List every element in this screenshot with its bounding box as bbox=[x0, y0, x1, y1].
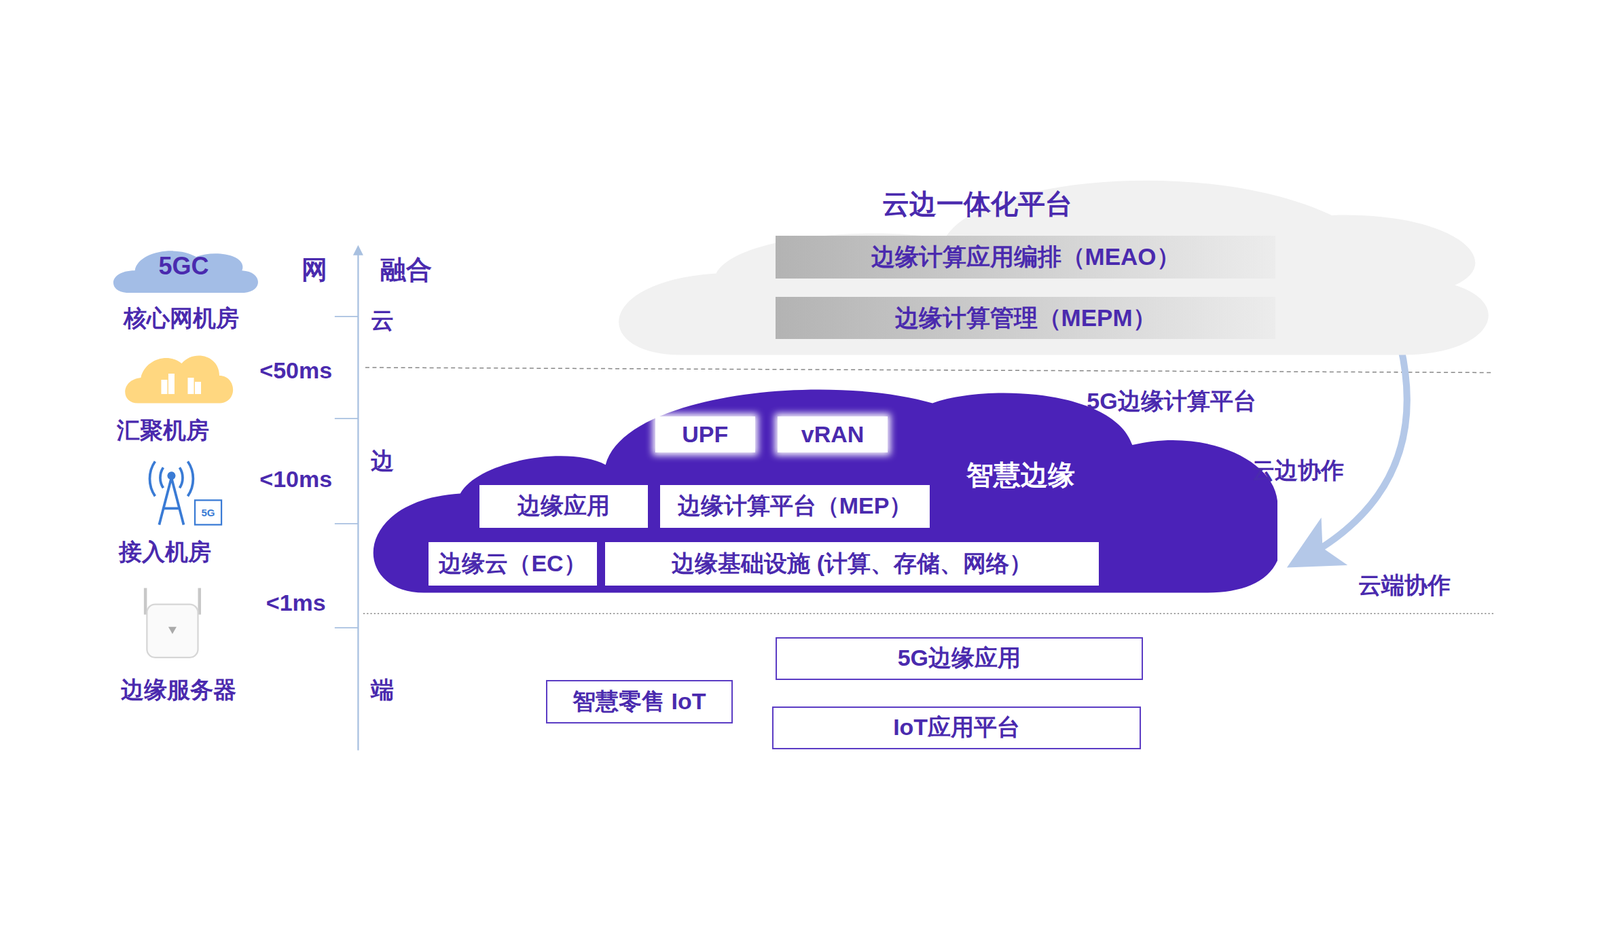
app-box: 5G边缘应用 bbox=[775, 637, 1143, 680]
platform-cloud: 云边一体化平台边缘计算应用编排（MEAO） 边缘计算管理（MEPM） bbox=[610, 160, 1490, 355]
app-box: IoT应用平台 bbox=[772, 706, 1141, 750]
node-text: IoT应用平台 bbox=[893, 711, 1021, 743]
component-box: 边缘计算平台（MEP） bbox=[660, 484, 930, 528]
cloud-shape bbox=[618, 180, 1489, 356]
bar-box: 边缘计算管理（MEPM） bbox=[775, 296, 1276, 339]
node-text: 5GC bbox=[158, 251, 209, 281]
tower-icon bbox=[149, 461, 193, 525]
annotation-label: 5G边缘计算平台 bbox=[1086, 385, 1256, 417]
cloud-shape bbox=[373, 389, 1279, 593]
building-icons bbox=[160, 373, 202, 394]
cloud-shape bbox=[113, 250, 259, 293]
component-box: 边缘云（EC） bbox=[428, 541, 597, 587]
tower-badge bbox=[194, 499, 222, 525]
annotation-label: 网 bbox=[301, 251, 328, 287]
collaboration-arrow bbox=[1304, 323, 1408, 558]
aggregation-cloud bbox=[124, 355, 233, 404]
axis-ticks bbox=[334, 316, 359, 628]
cloud-title: 智慧边缘 bbox=[966, 455, 1076, 494]
annotation-label: 边缘服务器 bbox=[120, 674, 237, 706]
component-box: 边缘基础设施 (计算、存储、网络） bbox=[605, 541, 1099, 587]
annotation-label: <50ms bbox=[259, 357, 333, 384]
annotation-label: <1ms bbox=[266, 588, 326, 616]
annotation-label: 边 bbox=[370, 445, 394, 477]
edge-label: 云边协作 bbox=[1251, 455, 1344, 487]
core-cloud: 5GC bbox=[107, 239, 261, 293]
divider-line bbox=[365, 367, 1493, 373]
node-text: vRAN bbox=[801, 421, 865, 448]
axis-arrow bbox=[353, 245, 364, 256]
axis-line bbox=[357, 251, 359, 751]
bar-box: 边缘计算应用编排（MEAO） bbox=[775, 235, 1276, 279]
router-icon bbox=[143, 588, 202, 658]
annotation-label: 云端协作 bbox=[1358, 569, 1451, 602]
component-box: 边缘应用 bbox=[479, 484, 648, 528]
app-box: 智慧零售 IoT bbox=[546, 679, 733, 724]
node-text: UPF bbox=[681, 421, 729, 448]
annotation-label: 融合 bbox=[380, 251, 432, 287]
tower-top bbox=[167, 471, 176, 480]
annotation-label: 核心网机房 bbox=[123, 302, 240, 335]
function-box: vRAN bbox=[777, 416, 888, 453]
node-text: 边缘计算应用编排（MEAO） bbox=[871, 241, 1181, 274]
function-box: UPF bbox=[655, 416, 756, 453]
node-text: 边缘基础设施 (计算、存储、网络） bbox=[671, 548, 1033, 580]
node-text: 边缘应用 bbox=[517, 490, 610, 522]
annotation-label: <10ms bbox=[259, 465, 333, 492]
annotation-label: 端 bbox=[370, 674, 394, 706]
node-text: 边缘计算平台（MEP） bbox=[677, 490, 913, 522]
cloud-title: 云边一体化平台 bbox=[882, 185, 1073, 223]
node-text: 边缘计算管理（MEPM） bbox=[895, 302, 1157, 335]
annotation-label: 汇聚机房 bbox=[116, 414, 210, 447]
badge-text: 5G bbox=[201, 506, 216, 519]
node-text: 5G边缘应用 bbox=[897, 642, 1021, 674]
node-text: 边缘云（EC） bbox=[438, 548, 587, 580]
divider-line bbox=[363, 612, 1495, 614]
node-text: 智慧零售 IoT bbox=[572, 685, 706, 718]
annotation-label: 接入机房 bbox=[118, 536, 212, 568]
annotation-label: 云 bbox=[370, 304, 394, 337]
